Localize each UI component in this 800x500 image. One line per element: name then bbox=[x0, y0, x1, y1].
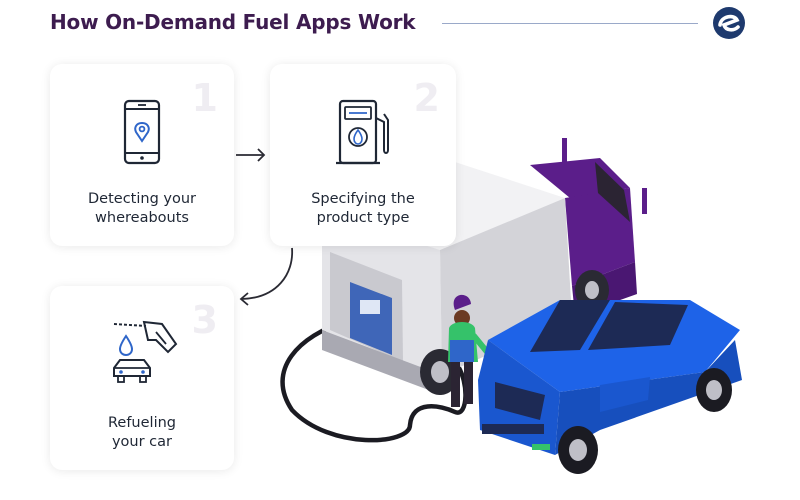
blue-car bbox=[478, 300, 742, 474]
step-number: 2 bbox=[413, 76, 440, 120]
step-label: Specifying the product type bbox=[270, 190, 456, 228]
step-card-1: 1 Detecting your whereabouts bbox=[50, 64, 234, 246]
step-label-line-1: Refueling bbox=[107, 415, 176, 431]
step-label: Detecting your whereabouts bbox=[50, 190, 234, 228]
e-logo-icon bbox=[713, 7, 745, 39]
fuel-nozzle-car-icon bbox=[113, 320, 178, 383]
step-label-line-1: Specifying the bbox=[311, 191, 415, 207]
fuel-hose bbox=[280, 319, 468, 443]
step-label-line-2: product type bbox=[316, 210, 410, 226]
step-label-line-2: your car bbox=[111, 434, 173, 450]
step-card-2: 2 Specifying the product type bbox=[270, 64, 456, 246]
step-label-line-1: Detecting your bbox=[88, 191, 196, 207]
smartphone-location-icon bbox=[123, 99, 161, 165]
step-number: 3 bbox=[191, 298, 218, 342]
fuel-attendant bbox=[448, 294, 495, 407]
page-title: How On-Demand Fuel Apps Work bbox=[50, 10, 416, 34]
step-label: Refueling your car bbox=[50, 414, 234, 452]
step-number: 1 bbox=[191, 76, 218, 120]
title-divider bbox=[442, 23, 698, 24]
arrow-right-icon bbox=[236, 148, 266, 162]
curved-arrow-icon bbox=[239, 247, 293, 306]
fuel-pump-icon bbox=[336, 99, 389, 165]
step-card-3: 3 Refueling your car bbox=[50, 286, 234, 470]
step-label-line-2: whereabouts bbox=[95, 210, 189, 226]
